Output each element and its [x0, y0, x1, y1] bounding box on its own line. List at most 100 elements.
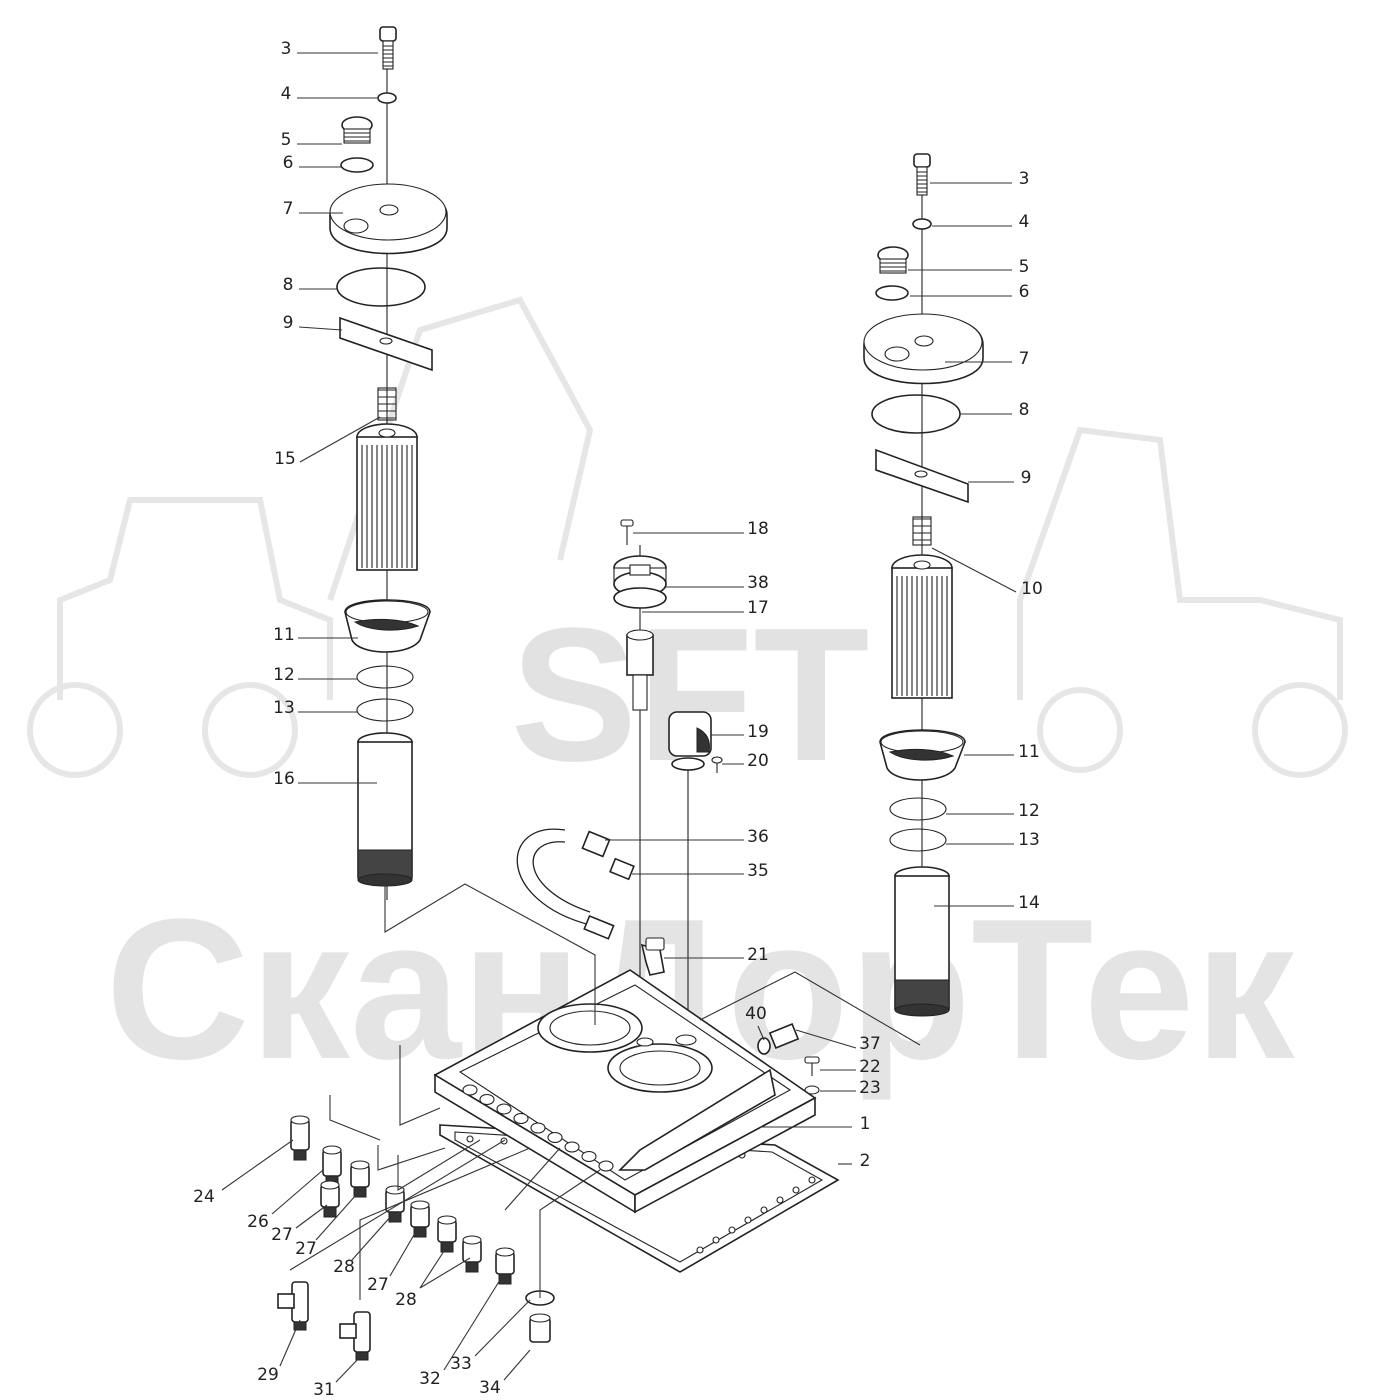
callout-c1: 1: [860, 1114, 871, 1134]
leader-line-c37: [795, 1029, 857, 1049]
level-gauge-tube: [626, 629, 654, 711]
leader-line-b28b: [419, 1247, 471, 1289]
callout-b31: 31: [313, 1380, 335, 1400]
nipple-fitting: [495, 1247, 515, 1285]
callout-r6: 6: [1019, 282, 1030, 302]
center-parts: [516, 519, 820, 1095]
right-ring-b: [889, 828, 947, 852]
callout-l8: 8: [283, 275, 294, 295]
callout-l3: 3: [281, 39, 292, 59]
callout-c19: 19: [747, 722, 769, 742]
callout-b28b: 28: [395, 1290, 417, 1310]
nipple-fitting: [320, 1180, 340, 1218]
right-cover: [863, 313, 984, 385]
leader-line-b29: [279, 1319, 301, 1367]
callout-c18: 18: [747, 519, 769, 539]
callout-l16: 16: [273, 769, 295, 789]
callout-c22: 22: [859, 1057, 881, 1077]
gasket-hole: [744, 1216, 752, 1224]
leader-lines: [221, 52, 1017, 1383]
callout-l12: 12: [273, 665, 295, 685]
gasket-hole: [696, 1246, 704, 1254]
nipple-fitting: [350, 1160, 370, 1198]
route-line-7: [289, 1139, 506, 1271]
callout-r7: 7: [1019, 349, 1030, 369]
callout-l15: 15: [274, 449, 296, 469]
right-cover-oring: [871, 394, 961, 434]
tank-port: [479, 1093, 495, 1106]
bottom-fittings: [277, 1115, 555, 1361]
callout-c38: 38: [747, 573, 769, 593]
leader-line-b33: [474, 1299, 531, 1357]
right-filter-assembly: [863, 153, 984, 1017]
right-spring: [912, 516, 932, 546]
tank-port: [598, 1160, 614, 1172]
callout-b33: 33: [450, 1354, 472, 1374]
left-cover-oring: [336, 267, 426, 307]
callout-r4: 4: [1019, 212, 1030, 232]
callout-labels: 3456789151112131634567891011121314183817…: [193, 39, 1043, 1400]
route-line-8: [359, 1147, 531, 1300]
left-spring: [377, 387, 397, 421]
callout-l5: 5: [281, 130, 292, 150]
right-filler-plug: [877, 246, 909, 274]
right-filter-element: [891, 554, 953, 699]
leader-line-r10: [931, 547, 1017, 593]
callout-r11: 11: [1018, 742, 1040, 762]
elbow-fitting: [640, 937, 665, 976]
callout-c23: 23: [859, 1078, 881, 1098]
callout-b28a: 28: [333, 1257, 355, 1277]
callout-c20: 20: [747, 751, 769, 771]
leader-line-b27c: [389, 1227, 419, 1277]
callout-b26: 26: [247, 1212, 269, 1232]
callout-b27b: 27: [295, 1239, 317, 1259]
left-washer: [377, 92, 397, 104]
route-line-5: [377, 1145, 446, 1171]
route-line-2: [699, 971, 921, 1046]
callout-c35: 35: [747, 861, 769, 881]
leader-line-l15: [299, 416, 381, 463]
callout-l9: 9: [283, 313, 294, 333]
level-gauge-screw: [620, 519, 634, 545]
left-filler-plug: [341, 116, 373, 144]
gasket-hole: [712, 1236, 720, 1244]
leader-line-b27b: [315, 1194, 357, 1241]
callout-c17: 17: [747, 598, 769, 618]
leader-line-b31: [335, 1354, 363, 1383]
hose-fitting: [609, 857, 635, 881]
route-line-1: [384, 883, 596, 1025]
tank-port: [513, 1112, 529, 1125]
leader-line-b27a: [295, 1204, 328, 1229]
route-line-10: [539, 1169, 601, 1298]
tank-port: [530, 1122, 546, 1134]
leader-line-l9: [298, 326, 343, 331]
callout-r14: 14: [1018, 893, 1040, 913]
callout-b24: 24: [193, 1187, 215, 1207]
callout-b32: 32: [419, 1369, 441, 1389]
leader-line-b28a: [351, 1214, 393, 1261]
straight-adapter: [290, 1115, 310, 1161]
leader-line-b34: [503, 1349, 531, 1381]
route-line-9: [504, 1147, 561, 1211]
level-gauge-flange: [613, 555, 667, 609]
callout-c2: 2: [860, 1151, 871, 1171]
callout-b27a: 27: [271, 1225, 293, 1245]
gasket-hole: [728, 1226, 736, 1234]
tank-port: [496, 1103, 512, 1115]
gasket-hole: [792, 1186, 800, 1194]
callout-b27c: 27: [367, 1275, 389, 1295]
callout-c37: 37: [859, 1034, 881, 1054]
gasket-hole: [808, 1176, 816, 1184]
right-filter-bowl: [894, 866, 950, 1017]
left-filter-assembly: [329, 26, 448, 900]
callout-l4: 4: [281, 84, 292, 104]
left-filter-element: [356, 423, 418, 571]
route-line-3: [399, 1045, 441, 1126]
right-spring-plate: [875, 448, 969, 504]
route-line-6: [397, 1139, 481, 1191]
right-bolt: [913, 153, 931, 196]
right-washer: [912, 218, 932, 230]
left-spring-plate: [339, 316, 433, 372]
drain-washer: [804, 1085, 820, 1095]
left-cover: [329, 183, 448, 255]
